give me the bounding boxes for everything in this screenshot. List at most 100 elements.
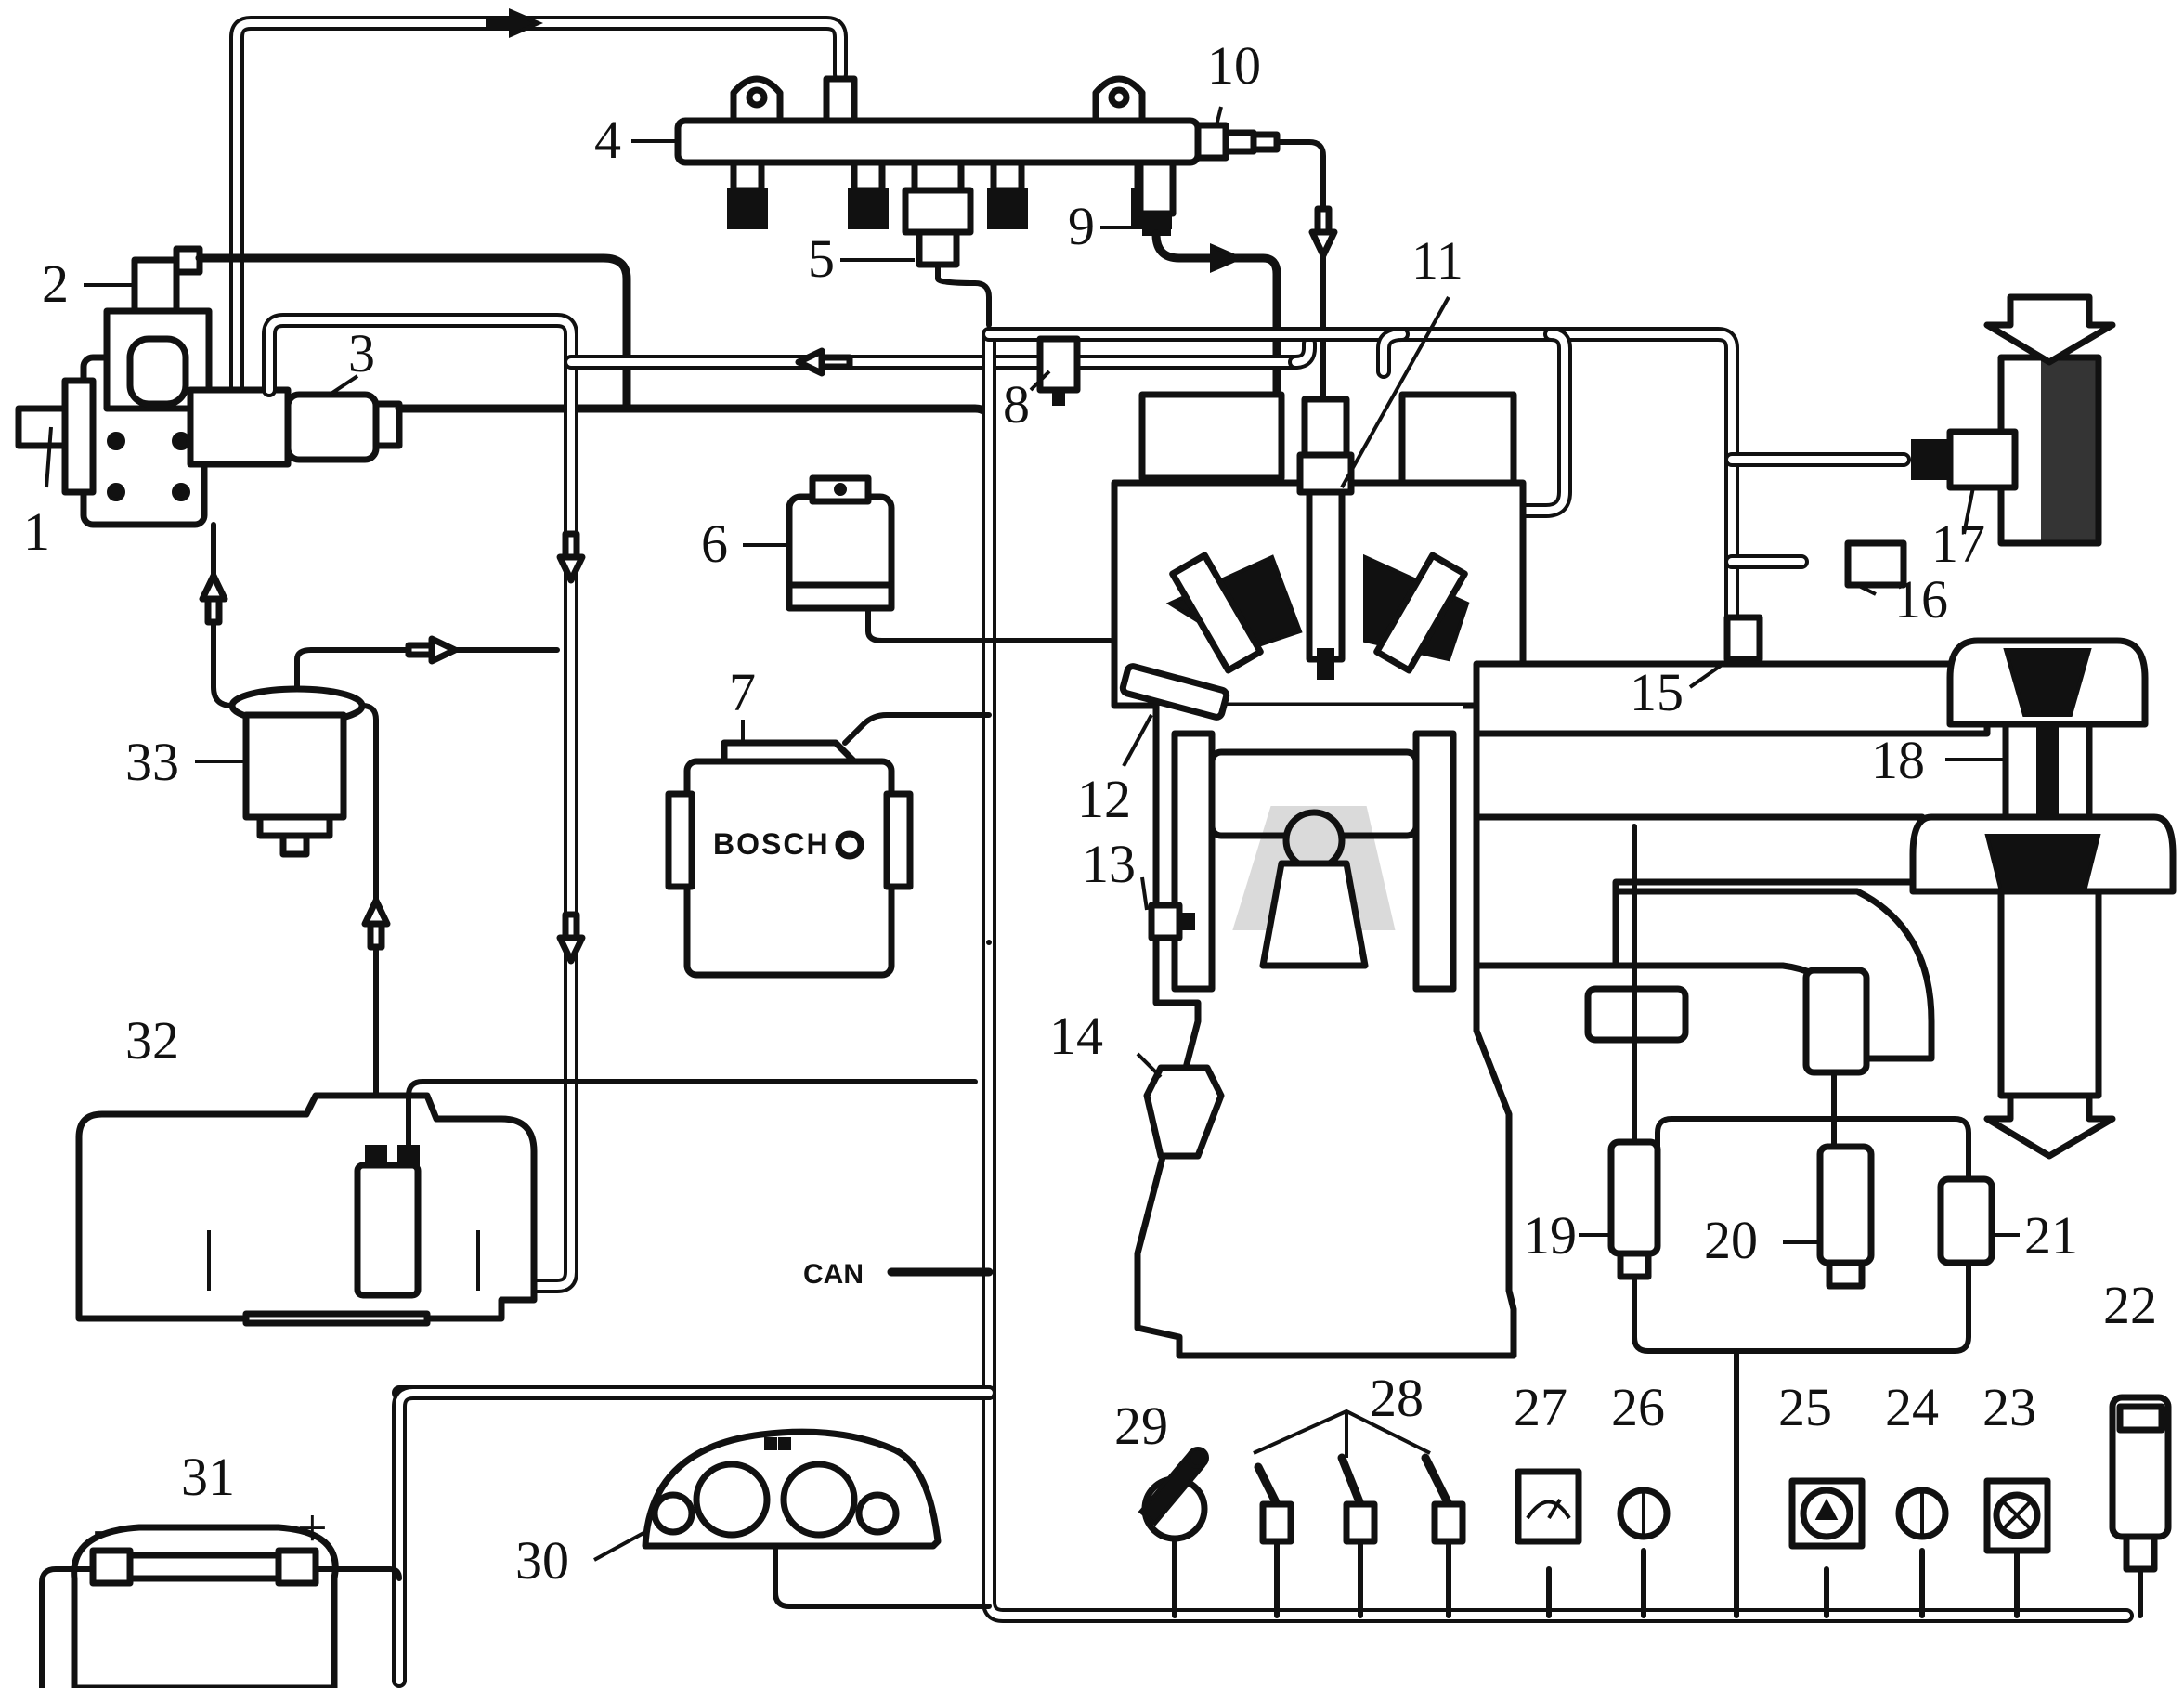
label-8: 8 bbox=[1003, 374, 1030, 435]
ecu-brand-label: BOSCH bbox=[713, 827, 830, 861]
label-29: 29 bbox=[1114, 1396, 1168, 1456]
flow-arrow-filter-to-pump bbox=[199, 572, 228, 626]
rail-outlet bbox=[727, 159, 768, 229]
label-31: 31 bbox=[181, 1447, 235, 1507]
line-rail-to-injector bbox=[1274, 139, 1326, 402]
boost-temperature-sensor bbox=[1723, 614, 1763, 663]
label-9: 9 bbox=[1068, 196, 1095, 256]
wiring-harness bbox=[392, 327, 2134, 1688]
label-22: 22 bbox=[2103, 1275, 2157, 1335]
wire-cluster bbox=[773, 1543, 992, 1609]
label-16: 16 bbox=[1894, 569, 1948, 630]
line-tank-to-filter bbox=[359, 703, 379, 1112]
lamp-26 bbox=[1617, 1487, 1670, 1540]
air-mass-sensor bbox=[1911, 428, 2019, 491]
label-14: 14 bbox=[1049, 1006, 1103, 1066]
ignition-switch bbox=[1138, 1447, 1209, 1542]
wire-battery bbox=[313, 1566, 402, 1581]
engine-control-unit: BOSCH bbox=[665, 739, 914, 979]
label-4: 4 bbox=[594, 110, 621, 170]
warning-lamp-23 bbox=[1983, 1477, 2051, 1554]
can-label: CAN bbox=[803, 1259, 864, 1290]
glow-plug-relay bbox=[786, 474, 895, 612]
wire-bottom-inputs bbox=[1172, 1539, 2143, 1618]
sensor-19 bbox=[1607, 1138, 1661, 1280]
sensor-21 bbox=[1937, 1175, 1996, 1266]
flow-arrow-tank-to-filter bbox=[361, 897, 391, 951]
gauge-25 bbox=[1788, 1477, 1866, 1550]
label-21: 21 bbox=[2024, 1205, 2078, 1266]
turbocharger bbox=[1909, 293, 2177, 1160]
label-leaders bbox=[45, 106, 2020, 1562]
label-26: 26 bbox=[1611, 1377, 1665, 1437]
flow-arrow-return-down bbox=[556, 530, 586, 965]
label-33: 33 bbox=[125, 732, 179, 792]
label-19: 19 bbox=[1523, 1205, 1577, 1266]
exhaust-manifold bbox=[1473, 660, 1991, 1062]
fuel-metering-valve bbox=[131, 245, 203, 315]
label-17: 17 bbox=[1931, 513, 1985, 574]
diagnostic-tester bbox=[2109, 1394, 2172, 1573]
flow-arrow-sensor-wire bbox=[1210, 242, 1245, 274]
high-pressure-pump bbox=[15, 307, 403, 528]
label-20: 20 bbox=[1704, 1210, 1758, 1270]
wire-tank-pump bbox=[406, 1079, 978, 1149]
camshaft-sensor bbox=[1036, 335, 1081, 406]
label-3: 3 bbox=[348, 323, 375, 383]
battery-negative-label: - bbox=[93, 1498, 110, 1558]
fuel-filter bbox=[228, 685, 366, 858]
gauge-27 bbox=[1514, 1468, 1582, 1545]
wire-sensors-bottom bbox=[1632, 1260, 1971, 1354]
rail-outlet bbox=[848, 159, 889, 229]
label-7: 7 bbox=[729, 662, 756, 722]
label-28: 28 bbox=[1370, 1368, 1424, 1428]
boost-pressure-sensor bbox=[1844, 539, 1907, 589]
battery: - + bbox=[71, 1498, 339, 1688]
engine-block bbox=[1134, 702, 1517, 1359]
label-12: 12 bbox=[1077, 769, 1131, 829]
fuel-tank bbox=[75, 1092, 538, 1327]
label-24: 24 bbox=[1885, 1377, 1939, 1437]
line-filter-return bbox=[294, 647, 560, 692]
label-1: 1 bbox=[23, 501, 50, 562]
label-2: 2 bbox=[42, 253, 69, 314]
egr-valve bbox=[1584, 967, 1870, 1076]
label-23: 23 bbox=[1982, 1377, 2036, 1437]
label-13: 13 bbox=[1082, 834, 1136, 894]
label-6: 6 bbox=[701, 513, 728, 574]
part-number-labels: 1 2 3 4 5 6 7 8 9 10 11 12 13 14 15 16 1… bbox=[23, 35, 2157, 1591]
label-30: 30 bbox=[515, 1530, 569, 1591]
coolant-temperature-sensor bbox=[1148, 902, 1195, 941]
flow-arrow-filter-return bbox=[405, 635, 459, 665]
lamp-24 bbox=[1895, 1487, 1949, 1540]
common-rail bbox=[674, 75, 1280, 268]
rail-outlet bbox=[987, 159, 1028, 229]
fuel-return-lines bbox=[262, 313, 1317, 1293]
sensor-20 bbox=[1816, 1143, 1875, 1290]
line-limiter-return bbox=[935, 262, 992, 328]
wire-metering-valve bbox=[195, 253, 631, 413]
instrument-cluster bbox=[642, 1428, 942, 1550]
rail-pressure-sensor bbox=[1137, 159, 1176, 236]
label-5: 5 bbox=[808, 228, 835, 289]
label-32: 32 bbox=[125, 1010, 179, 1071]
flow-arrow-return bbox=[795, 347, 853, 377]
wire-sensors-19-21 bbox=[1655, 1116, 1971, 1182]
pressure-limiting-valve bbox=[902, 159, 974, 268]
label-25: 25 bbox=[1778, 1377, 1832, 1437]
glow-plug bbox=[1119, 663, 1230, 721]
label-15: 15 bbox=[1630, 662, 1684, 722]
wire-battery-neg bbox=[39, 1566, 96, 1688]
battery-positive-label: + bbox=[297, 1498, 328, 1558]
fuel-injector bbox=[1296, 396, 1355, 680]
wire-ecu bbox=[842, 712, 992, 746]
flow-arrow-to-injector bbox=[1308, 205, 1338, 259]
wire-rail-pressure-sensor bbox=[1151, 229, 1281, 469]
wire-pressure-control-valve bbox=[395, 404, 994, 441]
line-filter-to-pump bbox=[211, 522, 235, 708]
pedal-switches bbox=[1253, 1409, 1466, 1545]
flow-arrow-high-pressure bbox=[486, 7, 544, 39]
crankshaft-sensor bbox=[1143, 1064, 1225, 1160]
label-10: 10 bbox=[1207, 35, 1261, 96]
